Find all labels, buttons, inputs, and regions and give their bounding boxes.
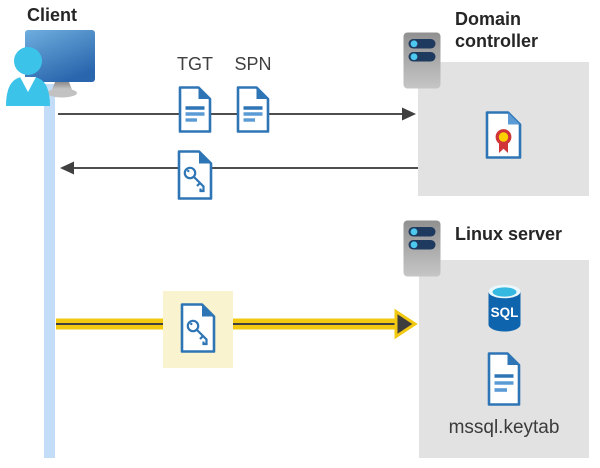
keytab-document-icon (486, 352, 522, 406)
response-arrow-dc-to-client (60, 161, 418, 175)
key-document-icon (176, 150, 214, 200)
person-icon (6, 47, 50, 106)
spn-document-icon (235, 86, 271, 133)
linux-server-title: Linux server (455, 224, 563, 244)
sql-label: SQL (491, 305, 519, 320)
domain-controller-title: Domain controller (455, 9, 539, 51)
client-title: Client (27, 5, 78, 25)
monitor-icon (25, 30, 95, 82)
tgt-label: TGT (177, 54, 213, 74)
certificate-document-icon (484, 111, 523, 159)
spn-label: SPN (234, 54, 272, 74)
sql-database-icon: SQL (487, 283, 522, 333)
dc-server-icon (403, 32, 441, 89)
request-arrow-client-to-dc (58, 107, 416, 121)
client-timeline (44, 84, 55, 458)
auth-arrow-client-to-linux (56, 308, 418, 340)
client-user-workstation-icon (5, 28, 97, 106)
linux-server-icon (403, 220, 441, 277)
keytab-filename-label: mssql.keytab (448, 417, 560, 438)
certificate-seal (495, 129, 512, 145)
tgt-document-icon (177, 86, 213, 133)
keytab-key-document-icon (179, 303, 217, 353)
monitor-base (47, 88, 77, 98)
